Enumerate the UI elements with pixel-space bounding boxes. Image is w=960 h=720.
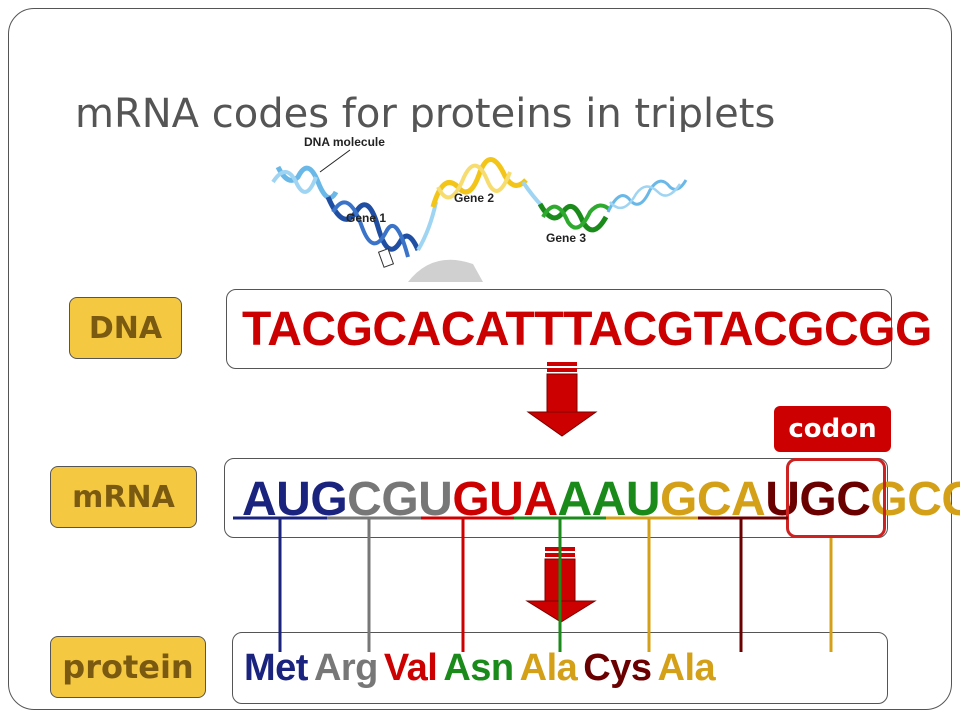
dna-molecule-illustration: DNA molecule Gene 1 Gene 2 Gene 3: [271, 135, 688, 282]
mrna-codon: CGU: [347, 473, 453, 526]
dna-sequence-box: [226, 289, 892, 369]
gene1-label: Gene 1: [346, 211, 386, 225]
mrna-codon: GUA: [452, 473, 558, 526]
dna-molecule-label: DNA molecule: [304, 135, 385, 149]
amino-acid: Ala: [657, 647, 716, 689]
amino-acid: Val: [383, 647, 438, 689]
slide-title: mRNA codes for proteins in triplets: [75, 91, 776, 132]
mrna-codon: GCA: [660, 473, 766, 526]
mrna-label: mRNA: [50, 466, 197, 528]
amino-acid: Met: [244, 647, 308, 689]
codon-tag: codon: [774, 406, 891, 452]
dna-label: DNA: [69, 297, 182, 359]
gene2-label: Gene 2: [454, 191, 494, 205]
mrna-sequence-box: [224, 458, 888, 538]
amino-acid: Cys: [583, 647, 652, 689]
protein-label: protein: [50, 636, 206, 698]
amino-acid: Asn: [443, 647, 514, 689]
dna-sequence: TACGCACATTTACGTACGCGG: [242, 303, 932, 356]
codon-highlight: [786, 458, 886, 538]
mrna-codon: AUG: [242, 473, 348, 526]
gene3-label: Gene 3: [546, 231, 586, 245]
amino-acid: Arg: [313, 647, 378, 689]
mrna-codon: AAU: [557, 473, 661, 526]
amino-acid: Ala: [519, 647, 578, 689]
